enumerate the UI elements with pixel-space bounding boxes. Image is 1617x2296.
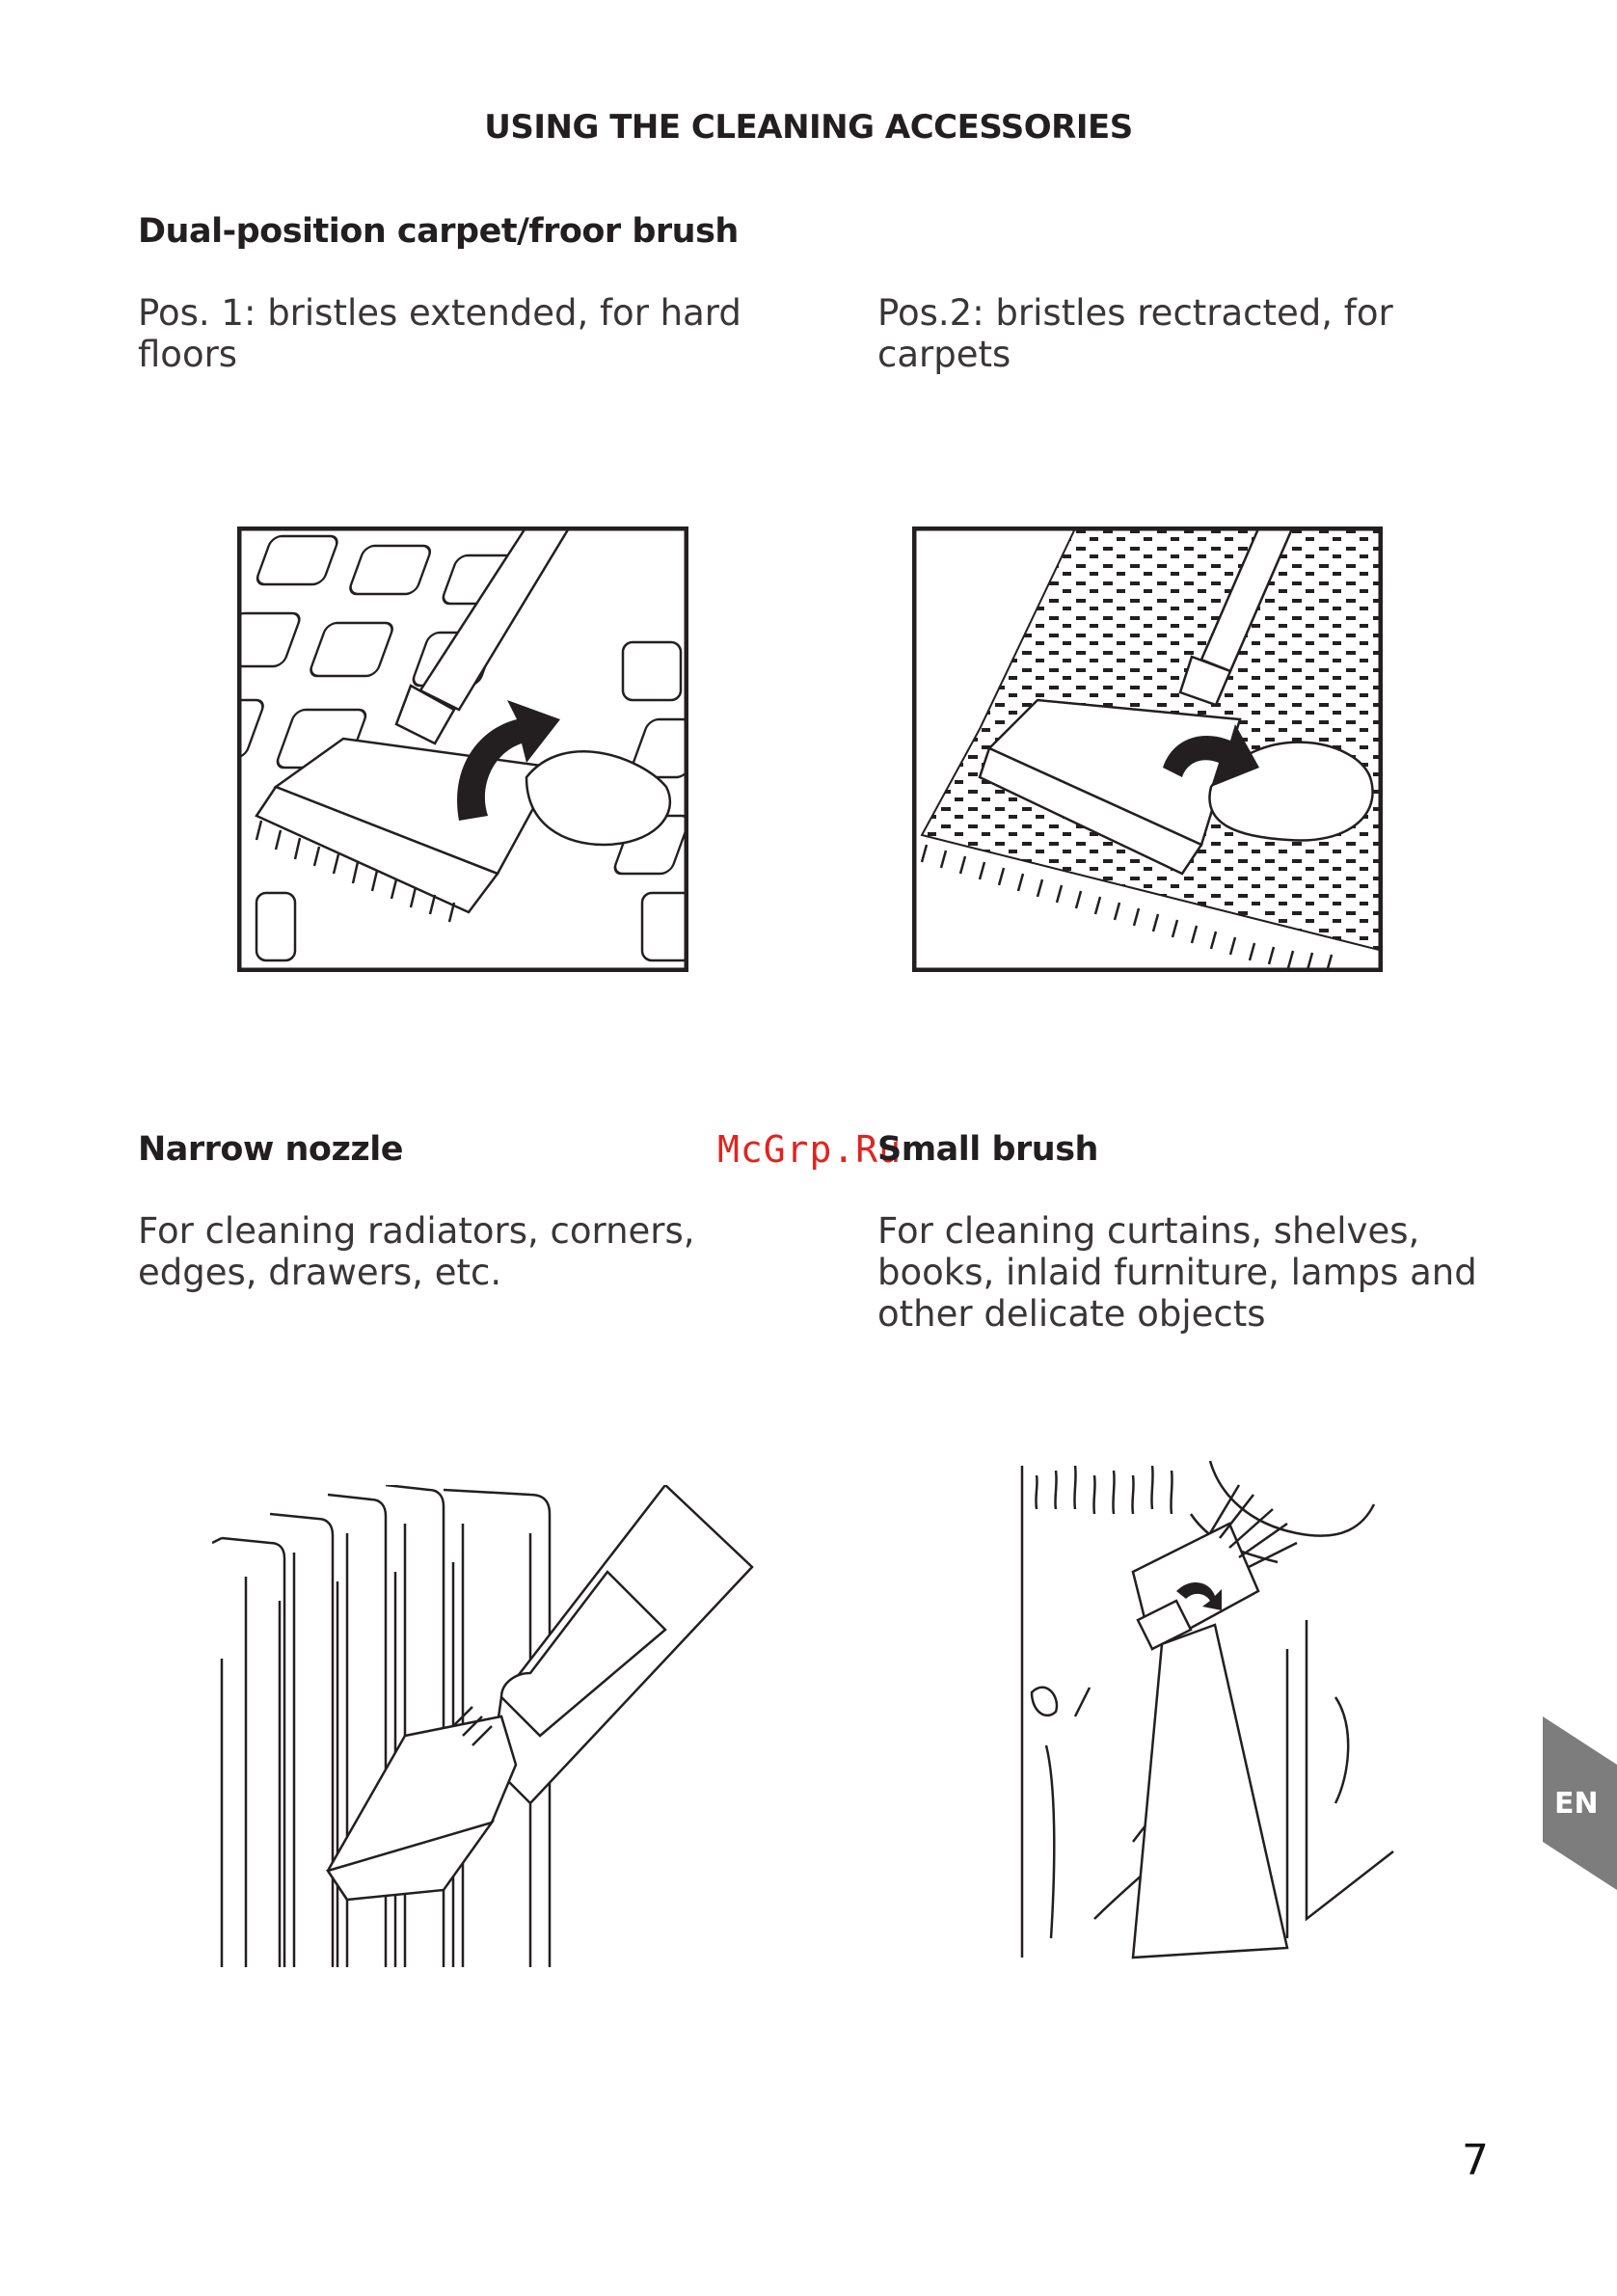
pos2-line2: carpets [877, 334, 1011, 375]
pos2-description: Pos.2: bristles rectracted, for carpets [877, 292, 1393, 375]
narrow-nozzle-line1: For cleaning radiators, corners, [138, 1210, 695, 1252]
pos2-line1: Pos.2: bristles rectracted, for [877, 292, 1393, 334]
small-brush-line1: For cleaning curtains, shelves, [877, 1210, 1420, 1252]
hard-floor-brush-illustration [237, 527, 688, 972]
page-number: 7 [1462, 2136, 1489, 2185]
pos1-line2: floors [138, 334, 238, 375]
narrow-nozzle-heading: Narrow nozzle [138, 1130, 403, 1169]
watermark: McGrp.Ru [717, 1128, 903, 1171]
small-brush-description: For cleaning curtains, shelves, books, i… [877, 1210, 1477, 1335]
small-brush-heading: Small brush [877, 1130, 1098, 1169]
small-brush-line3: other delicate objects [877, 1293, 1266, 1335]
small-brush-line2: books, inlaid furniture, lamps and [877, 1252, 1477, 1293]
language-tab-label: EN [1554, 1787, 1599, 1821]
curtain-brush-illustration [1020, 1460, 1394, 1959]
page-title: USING THE CLEANING ACCESSORIES [484, 108, 1133, 147]
language-tab: EN [1543, 1716, 1617, 1890]
narrow-nozzle-description: For cleaning radiators, corners, edges, … [138, 1210, 695, 1293]
radiator-nozzle-illustration [212, 1485, 754, 1967]
pos1-line1: Pos. 1: bristles extended, for hard [138, 292, 741, 334]
carpet-brush-illustration [912, 527, 1383, 972]
carpet-brush-heading: Dual-position carpet/froor brush [138, 212, 739, 251]
narrow-nozzle-line2: edges, drawers, etc. [138, 1252, 502, 1293]
pos1-description: Pos. 1: bristles extended, for hard floo… [138, 292, 741, 375]
